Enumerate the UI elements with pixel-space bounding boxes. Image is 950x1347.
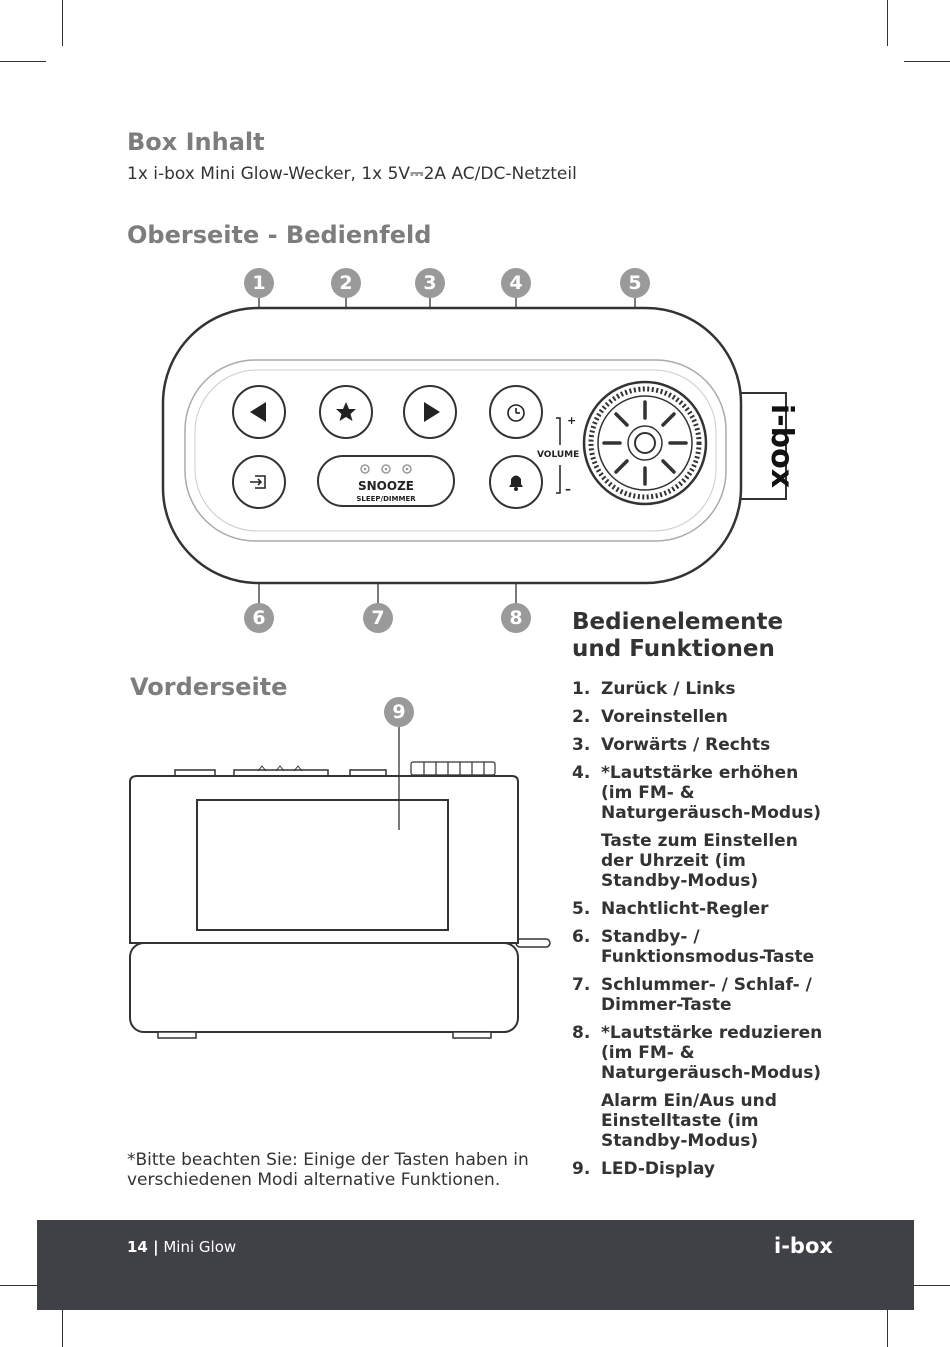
callout-7: 7 bbox=[363, 603, 393, 633]
list-item: 6.Standby- / Funktionsmodus-Taste bbox=[572, 927, 815, 967]
alarm-volume-down-button bbox=[489, 455, 543, 509]
nightlight-dial bbox=[582, 380, 708, 506]
box-contents-text: 1x i-box Mini Glow-Wecker, 1x 5V⎓2A AC/D… bbox=[127, 164, 577, 184]
page-footer: 14 | Mini Glow i-box bbox=[37, 1220, 914, 1310]
list-item: 2.Voreinstellen bbox=[572, 707, 728, 727]
list-item: 8.*Lautstärke reduzieren (im FM- & Natur… bbox=[572, 1023, 823, 1151]
functions-heading: Bedienelemente und Funktionen bbox=[572, 609, 784, 662]
footnote: *Bitte beachten Sie: Einige der Tasten h… bbox=[127, 1150, 529, 1190]
volume-label: VOLUME bbox=[537, 450, 579, 460]
sun-icon bbox=[602, 400, 688, 486]
back-button bbox=[232, 385, 286, 439]
callout-1: 1 bbox=[244, 268, 274, 298]
list-item: 1.Zurück / Links bbox=[572, 679, 736, 699]
forward-button bbox=[403, 385, 457, 439]
standby-mode-button bbox=[232, 455, 286, 509]
input-icon bbox=[250, 475, 266, 489]
led-display bbox=[196, 799, 449, 931]
preset-button bbox=[319, 385, 373, 439]
crop-mark bbox=[62, 0, 63, 46]
list-item: 4.*Lautstärke erhöhen (im FM- & Naturger… bbox=[572, 763, 822, 891]
callout-5: 5 bbox=[620, 268, 650, 298]
functions-list: 1.Zurück / Links 2.Voreinstellen 3.Vorwä… bbox=[572, 679, 832, 1187]
side-brand-logo: i-box bbox=[764, 404, 799, 488]
bell-icon bbox=[509, 475, 523, 491]
callout-4: 4 bbox=[501, 268, 531, 298]
snooze-sleep-dimmer-button: SNOOZE SLEEP/DIMMER bbox=[317, 455, 455, 507]
crop-mark bbox=[887, 1301, 888, 1347]
list-item: 5.Nachtlicht-Regler bbox=[572, 899, 769, 919]
snooze-label: SNOOZE bbox=[358, 479, 414, 493]
crop-mark bbox=[62, 1301, 63, 1347]
crop-mark bbox=[887, 0, 888, 46]
callout-8: 8 bbox=[501, 603, 531, 633]
crop-mark bbox=[0, 61, 46, 62]
callout-2: 2 bbox=[331, 268, 361, 298]
star-icon bbox=[336, 402, 356, 421]
page-number: 14 | bbox=[127, 1238, 159, 1256]
arrow-right-icon bbox=[424, 402, 440, 422]
volume-plus: + bbox=[567, 414, 576, 427]
callout-9: 9 bbox=[384, 697, 414, 727]
crop-mark bbox=[0, 1285, 46, 1286]
list-item: 9.LED-Display bbox=[572, 1159, 716, 1179]
product-name: Mini Glow bbox=[163, 1238, 237, 1256]
alarm-clock-top-housing bbox=[161, 306, 743, 585]
callout-3: 3 bbox=[415, 268, 445, 298]
crop-mark bbox=[904, 1285, 950, 1286]
footer-brand-logo: i-box bbox=[774, 1234, 833, 1258]
clock-icon bbox=[507, 404, 525, 422]
sleep-dimmer-label: SLEEP/DIMMER bbox=[356, 495, 416, 503]
volume-minus: – bbox=[565, 482, 571, 496]
box-contents-heading: Box Inhalt bbox=[127, 128, 265, 156]
top-panel-heading: Oberseite - Bedienfeld bbox=[127, 221, 432, 249]
crop-mark bbox=[904, 61, 950, 62]
list-item: 3.Vorwärts / Rechts bbox=[572, 735, 771, 755]
list-item: 7.Schlummer- / Schlaf- / Dimmer-Taste bbox=[572, 975, 812, 1015]
arrow-left-icon bbox=[250, 402, 266, 422]
callout-6: 6 bbox=[244, 603, 274, 633]
front-heading: Vorderseite bbox=[130, 673, 288, 701]
clock-volume-up-button bbox=[489, 385, 543, 439]
